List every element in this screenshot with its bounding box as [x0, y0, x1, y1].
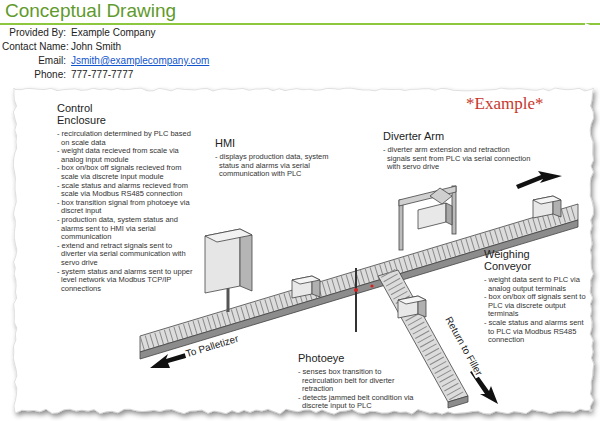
torn-paper	[13, 88, 593, 414]
flow-arrow	[516, 171, 562, 189]
photoeye	[354, 268, 374, 332]
callout-heading: HMI	[215, 137, 345, 149]
field-value: 777-777-7777	[71, 69, 133, 80]
cabinet-side	[240, 229, 252, 291]
watermark: *Example*	[466, 94, 543, 114]
callout-note: - scale status and alarms sent to PLC vi…	[484, 319, 588, 345]
callout-note: - box transition signal from photoeye vi…	[57, 199, 197, 216]
callout-note: - weight data sent to PLC via analog out…	[484, 276, 588, 293]
callout-heading: Control Enclosure	[57, 102, 117, 126]
callout-heading: Diverter Arm	[383, 130, 535, 142]
callout-note: - system status and alarms sent to upper…	[57, 268, 197, 294]
cabinet-top	[205, 229, 252, 242]
page-title: Conceptual Drawing	[5, 0, 176, 22]
diverter-arm	[418, 203, 446, 229]
callout-note: - extend and retract signals sent to div…	[57, 242, 197, 268]
field-label: Email:	[2, 55, 66, 66]
callout: HMI - displays production data, system st…	[215, 137, 345, 179]
field-label: Contact Name:	[2, 41, 66, 52]
callout-note: - box on/box off signals recieved from s…	[57, 164, 197, 181]
callout-note: - scale status and alarms recieved from …	[57, 182, 197, 199]
field-value: Jsmith@examplecompany.com	[71, 55, 209, 66]
field-value: John Smith	[71, 41, 121, 52]
box	[533, 196, 561, 218]
diverter-frame	[399, 186, 456, 250]
callout-note: - displays production data, system statu…	[215, 153, 345, 179]
callout-note: - weight data recieved from scale via an…	[57, 147, 197, 164]
cabinet-stand	[227, 286, 230, 312]
field-label: Phone:	[2, 69, 66, 80]
header-rule-end	[585, 23, 600, 25]
callout: Diverter Arm - diverter arm extension and…	[383, 130, 535, 172]
callout-note: - recirculation determined by PLC based …	[57, 130, 197, 147]
callout-note: - box on/box off signals sent to PLC via…	[484, 293, 588, 319]
box	[292, 276, 320, 298]
belt-side	[448, 396, 468, 408]
callout-note: - senses box transition to recirculation…	[298, 368, 423, 394]
callout-note: - detects jammed belt condition via disc…	[298, 394, 423, 411]
cabinet	[205, 229, 252, 312]
field-label: Provided By:	[2, 27, 66, 38]
box	[398, 296, 426, 318]
field-value: Example Company	[71, 27, 155, 38]
callout-note: - diverter arm extension and retraction …	[383, 146, 535, 172]
callout: Weighing Conveyor - weight data sent to P…	[484, 248, 588, 345]
callout: Control Enclosure - recirculation determi…	[57, 102, 197, 293]
callout: Photoeye - senses box transition to recir…	[298, 352, 423, 411]
callout-heading: Weighing Conveyor	[484, 248, 546, 272]
belt-slats	[388, 273, 458, 399]
callout-heading: Photoeye	[298, 352, 423, 364]
header-rule	[0, 23, 585, 25]
callout-note: - production data, system status and ala…	[57, 216, 197, 242]
